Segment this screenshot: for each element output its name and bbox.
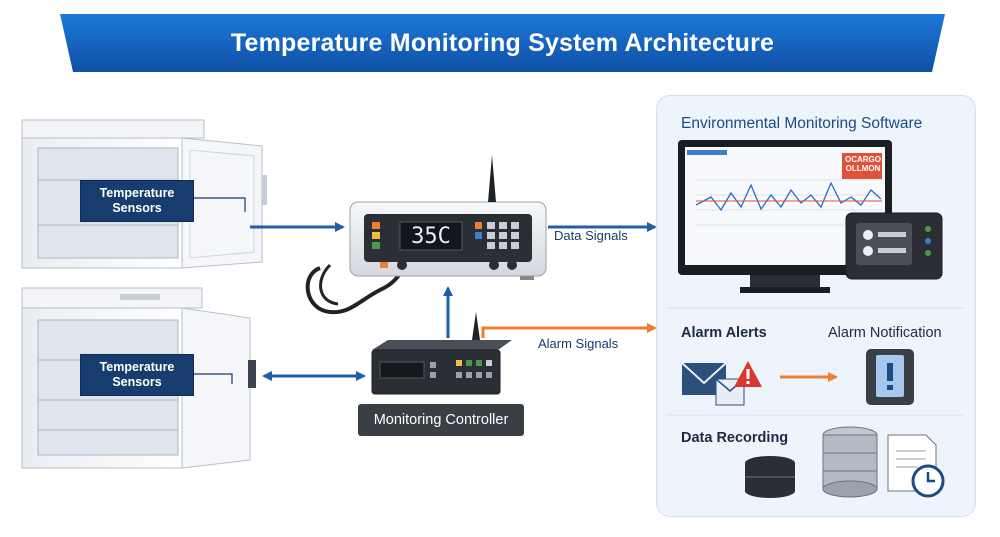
temperature-display-device — [305, 155, 547, 315]
alarm-alerts-label: Alarm Alerts — [681, 325, 767, 341]
mini-controller-display — [845, 212, 943, 280]
temperature-readout: 35C — [411, 224, 451, 249]
database-icon — [822, 426, 878, 498]
monitoring-controller-device — [371, 312, 512, 395]
alarm-signals-label: Alarm Signals — [538, 336, 619, 351]
data-recording-label: Data Recording — [681, 430, 789, 446]
document-clock-icon — [887, 434, 945, 498]
envelope-icon — [681, 362, 745, 406]
software-panel-graphics — [666, 140, 964, 498]
alarm-notification-label: Alarm Notification — [828, 325, 942, 341]
software-title: Environmental Monitoring Software — [681, 115, 923, 132]
warning-icon — [734, 361, 762, 387]
antenna-icon — [472, 312, 480, 340]
alarm-signals-arrow — [481, 323, 657, 338]
title-banner — [60, 14, 945, 72]
page-title: Temperature Monitoring System Architectu… — [230, 29, 775, 57]
database-icon — [745, 456, 795, 498]
phone-alert-icon — [866, 349, 914, 405]
monitoring-controller-label: Monitoring Controller — [358, 404, 524, 436]
antenna-icon — [488, 155, 496, 202]
data-signals-label: Data Signals — [554, 228, 628, 243]
